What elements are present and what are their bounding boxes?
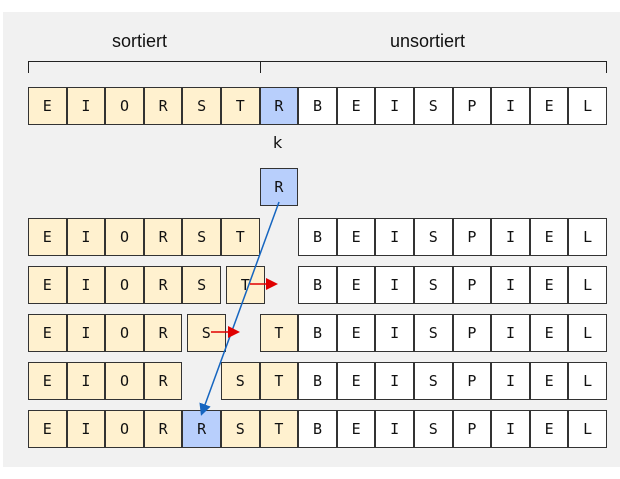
unsorted-cell: S xyxy=(414,314,453,352)
unsorted-cell: S xyxy=(414,362,453,400)
unsorted-cell: E xyxy=(529,362,569,400)
sorted-cell: O xyxy=(105,410,144,448)
sorted-cell: T xyxy=(221,218,260,256)
unsorted-cell: L xyxy=(568,87,607,125)
sorted-cell: R xyxy=(143,266,183,304)
unsorted-cell: P xyxy=(452,218,492,256)
unsorted-cell: I xyxy=(375,314,414,352)
unsorted-cell: E xyxy=(336,362,376,400)
unsorted-cell: I xyxy=(491,87,530,125)
sorted-cell: I xyxy=(66,362,106,400)
sorted-cell: I xyxy=(66,218,106,256)
unsorted-cell: E xyxy=(336,87,376,125)
sorted-cell: S xyxy=(182,266,221,304)
unsorted-cell: I xyxy=(491,410,530,448)
sorted-cell: T xyxy=(259,314,299,352)
unsorted-cell: E xyxy=(336,410,376,448)
sorted-cell: R xyxy=(143,410,183,448)
unsorted-cell: S xyxy=(414,266,453,304)
unsorted-cell: P xyxy=(452,314,492,352)
sorted-cell: E xyxy=(28,314,67,352)
sorted-cell: T xyxy=(226,266,265,304)
unsorted-cell: B xyxy=(298,87,337,125)
unsorted-cell: L xyxy=(568,266,607,304)
unsorted-cell: L xyxy=(568,314,607,352)
unsorted-cell: I xyxy=(375,362,414,400)
sorted-cell: T xyxy=(259,362,299,400)
unsorted-cell: E xyxy=(529,314,569,352)
sorted-cell: I xyxy=(66,266,106,304)
insert-arrow xyxy=(199,201,280,416)
unsorted-cell: P xyxy=(452,362,492,400)
sorted-cell: O xyxy=(105,87,144,125)
unsorted-cell: E xyxy=(529,87,569,125)
unsorted-cell: I xyxy=(491,266,530,304)
sorted-cell: I xyxy=(66,410,106,448)
unsorted-cell: P xyxy=(452,87,492,125)
sorted-cell: S xyxy=(221,410,260,448)
unsorted-cell: E xyxy=(529,410,569,448)
unsorted-label: unsortiert xyxy=(390,31,466,51)
unsorted-cell: I xyxy=(375,410,414,448)
unsorted-cell: B xyxy=(298,314,337,352)
key-cell: R xyxy=(259,168,299,206)
sorted-bracket xyxy=(28,61,261,73)
unsorted-cell: I xyxy=(375,87,414,125)
sorted-cell: R xyxy=(143,87,183,125)
unsorted-cell: B xyxy=(298,218,337,256)
sorted-cell: E xyxy=(28,266,67,304)
sorted-label: sortiert xyxy=(112,31,168,51)
unsorted-cell: B xyxy=(298,266,337,304)
unsorted-cell: I xyxy=(491,314,530,352)
unsorted-cell: E xyxy=(529,218,569,256)
sorted-cell: O xyxy=(105,218,144,256)
unsorted-bracket xyxy=(260,61,607,73)
sorted-cell: R xyxy=(143,362,183,400)
unsorted-cell: P xyxy=(452,410,492,448)
sorted-cell: S xyxy=(221,362,260,400)
unsorted-cell: E xyxy=(529,266,569,304)
sorted-cell: E xyxy=(28,362,67,400)
sorted-cell: T xyxy=(221,87,260,125)
sorted-cell: I xyxy=(66,314,106,352)
unsorted-cell: E xyxy=(336,314,376,352)
sorted-cell: S xyxy=(182,87,221,125)
unsorted-cell: S xyxy=(414,87,453,125)
sorted-cell: S xyxy=(187,314,226,352)
sorted-cell: S xyxy=(182,218,221,256)
unsorted-cell: L xyxy=(568,362,607,400)
unsorted-cell: E xyxy=(336,266,376,304)
unsorted-cell: L xyxy=(568,410,607,448)
unsorted-cell: I xyxy=(491,218,530,256)
key-label: k xyxy=(273,133,283,152)
unsorted-cell: I xyxy=(375,266,414,304)
unsorted-cell: I xyxy=(491,362,530,400)
unsorted-cell: I xyxy=(375,218,414,256)
unsorted-cell: S xyxy=(414,410,453,448)
sorted-cell: O xyxy=(105,362,144,400)
sorted-cell: E xyxy=(28,218,67,256)
unsorted-cell: S xyxy=(414,218,453,256)
sorted-cell: O xyxy=(105,266,144,304)
sorted-cell: T xyxy=(259,410,299,448)
sorted-cell: E xyxy=(28,410,67,448)
unsorted-cell: B xyxy=(298,362,337,400)
sorted-cell: R xyxy=(143,314,183,352)
unsorted-cell: P xyxy=(452,266,492,304)
sorted-cell: O xyxy=(105,314,144,352)
key-cell: R xyxy=(259,87,299,125)
unsorted-cell: E xyxy=(336,218,376,256)
unsorted-cell: L xyxy=(568,218,607,256)
sorted-cell: E xyxy=(28,87,67,125)
sorted-cell: I xyxy=(66,87,106,125)
sorted-cell: R xyxy=(143,218,183,256)
unsorted-cell: B xyxy=(298,410,337,448)
